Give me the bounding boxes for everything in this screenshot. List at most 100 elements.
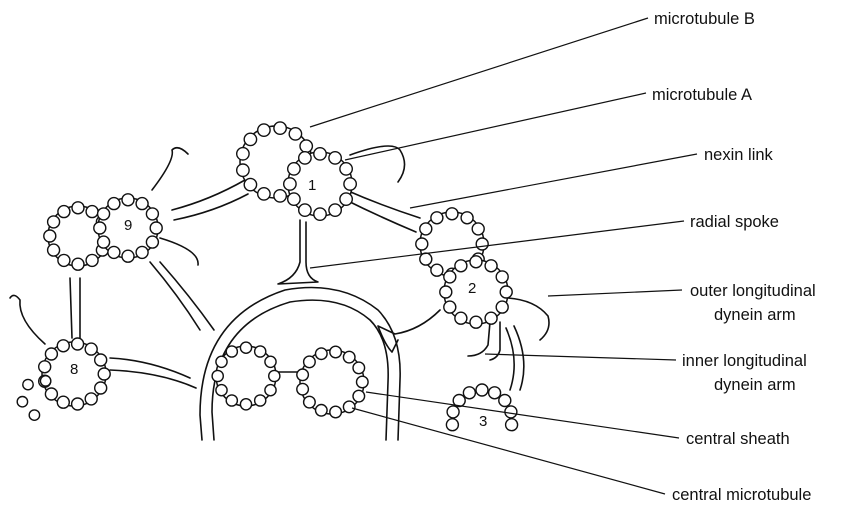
radial-spoke-1: [277, 219, 319, 285]
leader-microtubule-a: [344, 92, 647, 161]
inner-dynein-arm-2-b: [489, 321, 501, 361]
protofilament: [469, 255, 483, 269]
protofilament: [430, 263, 444, 277]
protofilament: [484, 311, 498, 325]
central-microtubule-left: [211, 341, 281, 411]
protofilament: [57, 204, 71, 219]
protofilament: [328, 203, 342, 218]
protofilament: [16, 395, 29, 408]
protofilament: [342, 400, 356, 414]
protofilament: [70, 397, 85, 411]
protofilament: [339, 161, 353, 176]
label-nexin-link: nexin link: [704, 146, 774, 164]
doublet-numbers: 1 9 2 8 3: [70, 177, 487, 430]
protofilament: [475, 383, 489, 397]
protofilament: [273, 188, 287, 203]
protofilament: [445, 207, 459, 221]
radial-spoke-2: [377, 309, 441, 353]
protofilament: [314, 403, 328, 417]
protofilament: [239, 397, 253, 411]
protofilament: [215, 355, 228, 369]
outer-dynein-arm-2: [507, 297, 550, 341]
leader-central-sheath: [365, 391, 680, 439]
protofilament: [273, 121, 287, 136]
protofilament: [149, 221, 163, 235]
doublet-1-a-wall: [287, 151, 353, 217]
protofilament: [302, 355, 316, 369]
protofilament: [235, 163, 250, 178]
protofilament: [445, 418, 460, 432]
protofilament: [70, 337, 85, 351]
protofilament: [454, 259, 468, 273]
protofilament: [215, 383, 228, 397]
label-microtubule-a: microtubule A: [652, 86, 752, 104]
doublet-2-b: [415, 207, 489, 281]
leader-microtubule-b: [309, 17, 649, 128]
protofilament: [430, 211, 444, 225]
protofilament: [498, 393, 512, 408]
protofilament: [495, 300, 509, 314]
protofilament: [56, 395, 70, 409]
doublet-group: [16, 121, 519, 432]
labels: microtubule B microtubule A nexin link r…: [652, 10, 816, 504]
protofilament: [264, 383, 277, 397]
label-outer-arm-line2: dynein arm: [714, 306, 796, 324]
protofilament: [504, 418, 519, 432]
protofilament: [267, 369, 281, 383]
label-central-sheath: central sheath: [686, 430, 790, 448]
doublet-9-a: [93, 193, 163, 263]
protofilament: [469, 315, 483, 329]
label-microtubule-b: microtubule B: [654, 10, 755, 28]
protofilament: [93, 353, 108, 367]
label-central-microtubule: central microtubule: [672, 486, 811, 504]
doublet-1-a: [282, 146, 357, 222]
protofilament: [296, 382, 310, 396]
protofilament: [313, 146, 327, 161]
label-inner-arm-line2: dynein arm: [714, 376, 796, 394]
doublet-8-a: [38, 337, 111, 411]
protofilament: [297, 203, 312, 218]
protofilament: [243, 177, 258, 192]
protofilament: [93, 221, 107, 235]
protofilament: [22, 378, 34, 391]
label-outer-arm-line1: outer longitudinal: [690, 282, 816, 300]
protofilament: [96, 235, 111, 249]
protofilament: [57, 253, 71, 268]
radial-spoke-8: [109, 369, 197, 389]
protofilament: [329, 405, 343, 419]
protofilament: [415, 237, 429, 251]
protofilament: [313, 207, 327, 222]
doublet-number-9: 9: [124, 217, 132, 234]
protofilament: [145, 235, 160, 249]
protofilament: [286, 161, 301, 176]
protofilament: [443, 270, 457, 284]
protofilament: [44, 347, 59, 361]
protofilament: [85, 204, 99, 219]
protofilament: [256, 123, 271, 138]
central-sheath-outer: [199, 286, 401, 441]
nexin-link-9-8: [69, 277, 73, 339]
protofilament: [352, 361, 366, 375]
protofilament: [296, 368, 310, 382]
protofilament: [56, 339, 70, 353]
protofilament: [225, 394, 239, 407]
protofilament: [446, 405, 460, 419]
protofilament: [282, 177, 297, 191]
protofilament: [85, 253, 99, 268]
protofilament: [84, 392, 98, 406]
outer-dynein-arm-1: [349, 145, 406, 183]
leader-central-microtubule: [351, 407, 666, 495]
protofilament: [339, 192, 353, 207]
outer-dynein-arm-9: [151, 146, 189, 191]
protofilament: [495, 270, 509, 284]
protofilament: [460, 211, 474, 225]
protofilament: [504, 405, 518, 419]
central-microtubule-right: [296, 345, 369, 419]
protofilament: [264, 355, 277, 369]
protofilament: [256, 186, 271, 201]
protofilament: [145, 207, 160, 221]
protofilament: [135, 196, 149, 211]
label-radial-spoke: radial spoke: [690, 213, 779, 231]
protofilament: [135, 245, 149, 260]
